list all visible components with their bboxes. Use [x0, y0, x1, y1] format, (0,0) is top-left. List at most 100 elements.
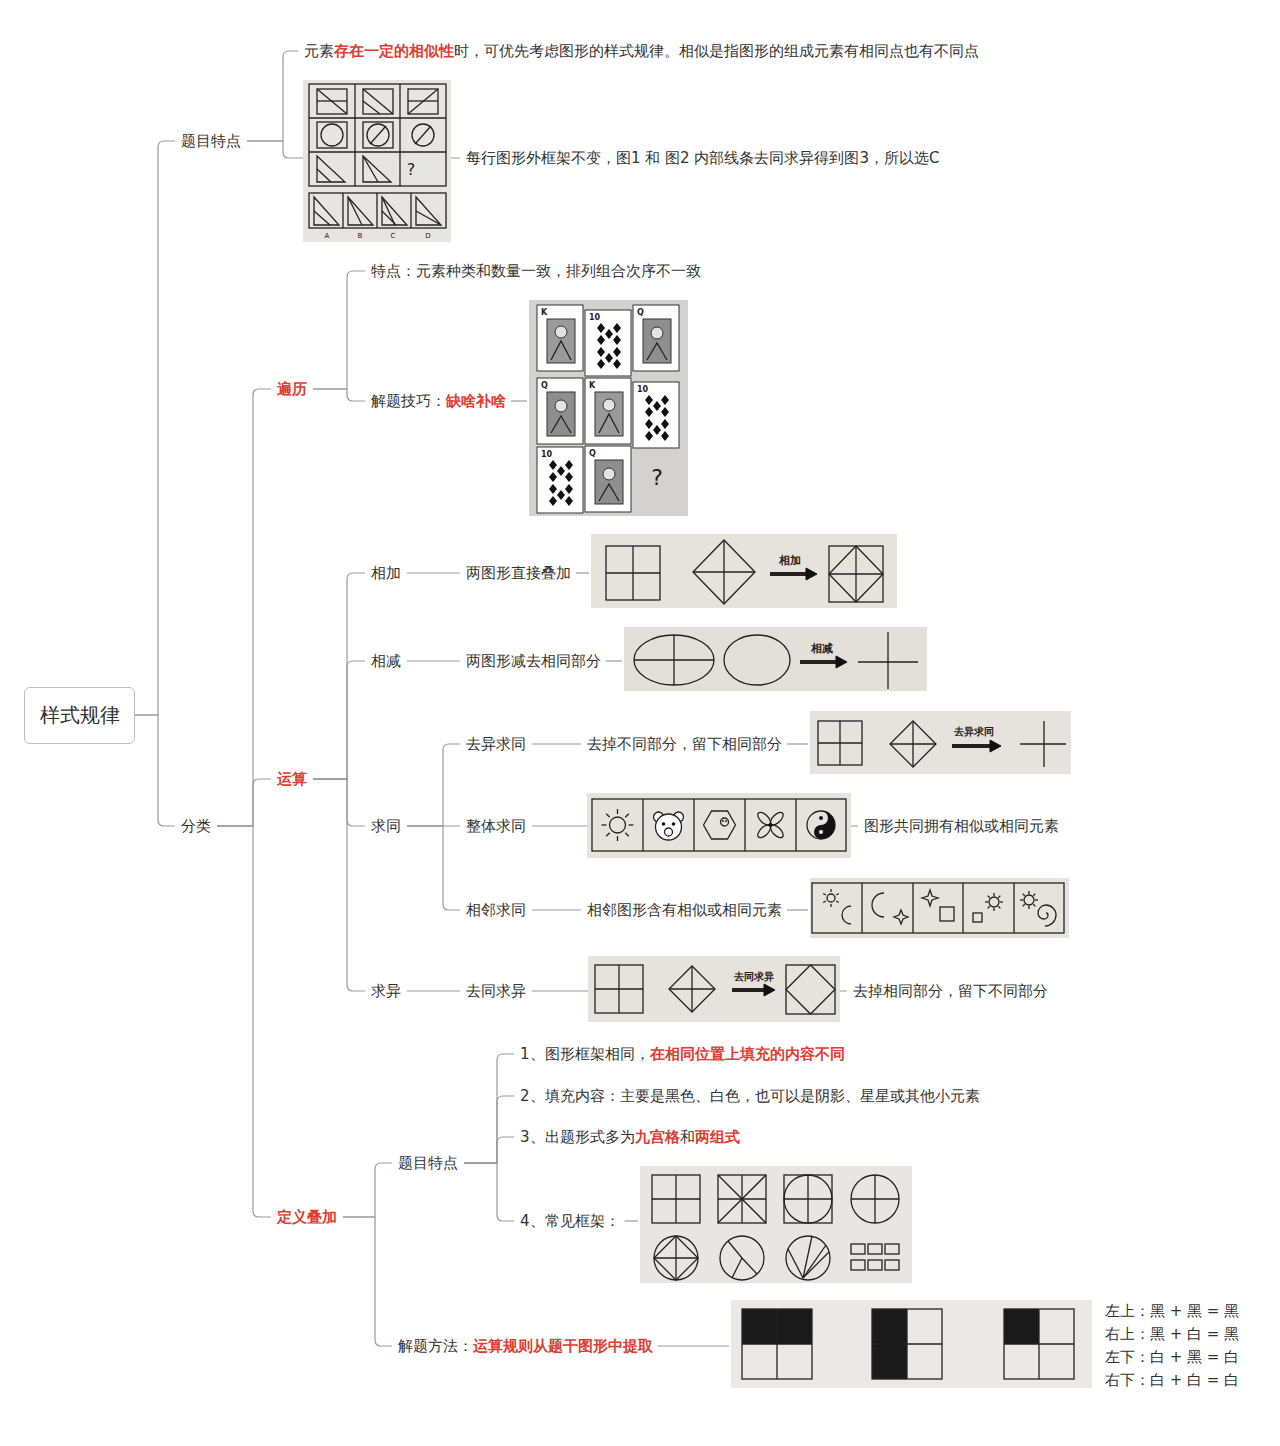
matrix-puzzle-part	[408, 100, 438, 101]
whole-common-example-part	[592, 799, 846, 851]
matrix-puzzle-part	[363, 156, 378, 182]
topic-text: 去掉相同部分，留下不同部分	[853, 981, 1048, 1001]
matrix-puzzle-part	[314, 211, 330, 225]
topic-text-part: 3、出题形式多为	[520, 1128, 635, 1146]
branch-line	[407, 990, 460, 991]
matrix-puzzle-part	[317, 169, 331, 182]
matrix-puzzle-part	[317, 100, 347, 101]
whole-common-example-part-part	[807, 811, 835, 839]
topic-text: 题目特点	[181, 131, 241, 151]
adjacent-common-example-part-part	[1020, 899, 1023, 900]
playing-cards-part-part	[603, 399, 615, 411]
figure-label: 相加	[779, 555, 801, 568]
adjacent-common-example-part-part	[830, 904, 831, 907]
overlay-example-part	[1004, 1309, 1039, 1344]
whole-common-example-part-part	[665, 828, 673, 836]
branch-line	[313, 779, 365, 826]
whole-common-example-part-part	[629, 824, 634, 825]
add-example-part	[806, 568, 817, 580]
branch-line	[407, 660, 460, 661]
add-example-part	[855, 546, 856, 602]
whole-common-example-part-part	[819, 830, 823, 834]
playing-cards-part-part	[605, 353, 613, 363]
branch-line	[343, 1163, 392, 1217]
topic-text: 定义叠加	[277, 1207, 337, 1227]
topic-text: 解题方法：运算规则从题干图形中提取	[398, 1336, 653, 1356]
adjacent-common-example-part	[894, 910, 908, 924]
topic-text: 元素存在一定的相似性时，可优先考虑图形的样式规律。相似是指图形的组成元素有相同点…	[304, 41, 979, 61]
branch-line	[135, 715, 175, 826]
adjacent-common-example-part-part	[1023, 904, 1025, 906]
leader-line	[625, 1220, 638, 1221]
playing-cards-part-part	[661, 407, 669, 417]
common-frames-part	[868, 1260, 882, 1270]
topic-text-part: 整体求同	[466, 817, 526, 835]
keep-different-example-part	[764, 984, 775, 996]
topic-text-part: 两图形直接叠加	[466, 564, 571, 582]
figure-label: Q	[589, 449, 596, 458]
playing-cards-part	[585, 310, 631, 376]
topic-text: 整体求同	[466, 816, 526, 836]
whole-common-example-part-part	[606, 814, 610, 818]
common-frames-part	[851, 1198, 899, 1199]
playing-cards-part-part	[555, 400, 567, 412]
add-example-part	[606, 572, 660, 573]
common-frames-part	[654, 1236, 698, 1280]
keep-same-example	[810, 711, 1071, 774]
common-frames-part	[652, 1198, 700, 1199]
whole-common-example-part	[807, 811, 835, 839]
matrix-puzzle-part	[382, 197, 407, 225]
playing-cards-part-part	[551, 341, 571, 360]
figure-label: Q	[541, 381, 548, 390]
whole-common-example-part-part	[721, 818, 729, 826]
topic-text: 运算	[277, 769, 307, 789]
subtract-example-part	[858, 661, 918, 662]
branch-line	[313, 389, 365, 401]
playing-cards-part-part	[549, 460, 557, 470]
playing-cards-part-part	[603, 468, 615, 480]
common-frames-part	[640, 1166, 912, 1283]
matrix-puzzle-part	[348, 197, 373, 225]
playing-cards-part-part	[537, 305, 583, 371]
leader-line	[576, 572, 589, 573]
figure-label: 10	[589, 313, 600, 322]
playing-cards-part-part	[585, 446, 631, 512]
whole-common-example-part-part	[756, 810, 773, 827]
keep-different-example-part	[595, 965, 643, 1013]
figure-label: A	[325, 232, 330, 240]
adjacent-common-example-part-part	[1033, 894, 1035, 896]
branch-line	[217, 389, 271, 826]
topic-text-part: 定义叠加	[277, 1208, 337, 1226]
overlay-example-part	[742, 1309, 812, 1379]
branch-line	[464, 1163, 514, 1221]
branch-line	[407, 826, 460, 910]
topic-text: 解题技巧：缺啥补啥	[371, 391, 506, 411]
keep-same-example-part	[990, 740, 1001, 752]
playing-cards-part-part	[595, 392, 623, 436]
add-example	[591, 534, 897, 608]
common-frames-part	[718, 1175, 766, 1223]
topic-text-part: 相减	[371, 652, 401, 670]
common-frames-part	[720, 1236, 764, 1280]
topic-text: 相邻图形含有相似或相同元素	[587, 900, 782, 920]
keep-different-example-part	[786, 965, 835, 1014]
playing-cards-part-part	[549, 472, 557, 482]
topic-text-part: 去掉相同部分，留下不同部分	[853, 982, 1048, 1000]
keep-same-example-part	[952, 744, 992, 748]
matrix-puzzle-part	[382, 197, 395, 225]
adjacent-common-example-part-part	[836, 901, 839, 903]
playing-cards-part	[585, 378, 631, 444]
keep-different-example-part	[691, 966, 692, 1012]
playing-cards-part-part	[565, 472, 573, 482]
branch-line	[313, 661, 365, 779]
adjacent-common-example-part	[872, 893, 884, 917]
common-frames-part	[675, 1236, 676, 1280]
playing-cards-part-part	[647, 343, 667, 360]
keep-same-example-part	[890, 721, 936, 767]
common-frames-part	[732, 1258, 742, 1278]
playing-cards-part	[537, 447, 583, 513]
adjacent-common-example-part-part	[988, 896, 990, 898]
common-frames-part	[654, 1236, 698, 1280]
add-example-part	[829, 573, 883, 574]
common-frames-part	[728, 1241, 742, 1258]
